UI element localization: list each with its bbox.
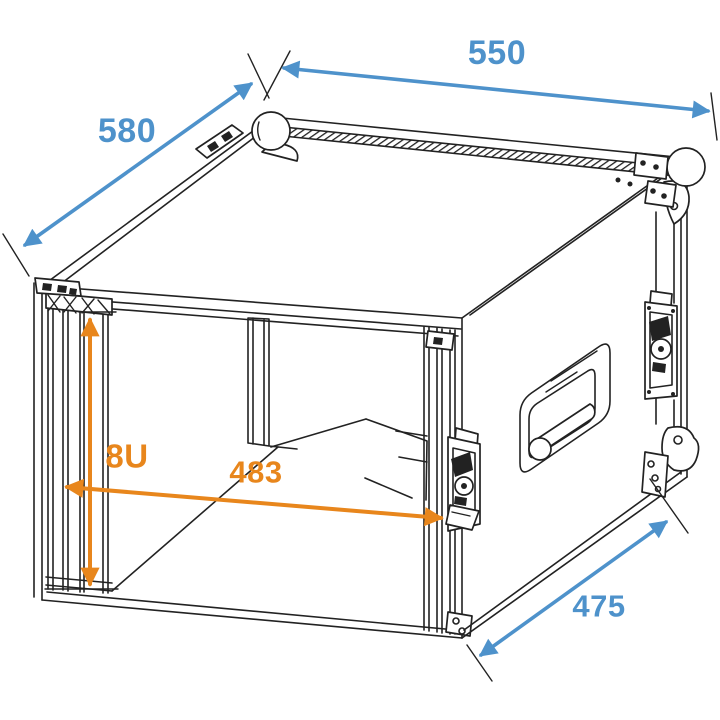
corner-ball-right: [615, 147, 706, 225]
corner-bracket-front-left: [34, 277, 82, 297]
dim-550-arrow: [281, 60, 711, 119]
rack-rail-left: [45, 292, 113, 594]
dim-580-arrow: [22, 82, 254, 247]
witness-lines: [2, 50, 718, 682]
dim-483-label: 483: [229, 455, 282, 490]
corner-ball-bottom: [641, 425, 700, 498]
recessed-handle: [519, 343, 611, 473]
dim-483-arrow: [64, 478, 444, 527]
corner-ball-top: [195, 111, 299, 162]
dim-580-label: 580: [98, 112, 156, 150]
dim-8u-label: 8U: [105, 438, 148, 475]
dimension-annotations: 550 580 475 8U 483: [2, 34, 718, 682]
butterfly-latch-side: [644, 290, 678, 400]
dim-475-label: 475: [572, 589, 625, 624]
rear-rack-rail: [247, 317, 298, 450]
dim-550-label: 550: [468, 34, 526, 72]
case-line-art: [33, 111, 706, 639]
dim-475-arrow: [478, 520, 669, 657]
butterfly-latch-front: [445, 427, 481, 532]
